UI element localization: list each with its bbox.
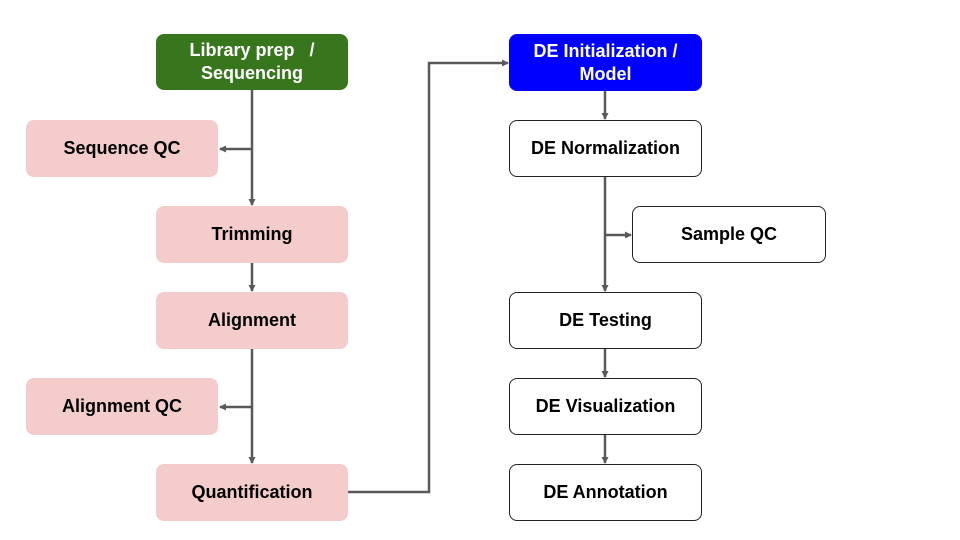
node-de-visualization[interactable]: DE Visualization (509, 378, 702, 435)
node-alignment-qc[interactable]: Alignment QC (26, 378, 218, 435)
node-de-visualization-label: DE Visualization (535, 396, 676, 416)
node-de-normalization[interactable]: DE Normalization (509, 120, 702, 177)
node-sequence-qc[interactable]: Sequence QC (26, 120, 218, 177)
node-de-initialization[interactable]: DE Initialization / Model (509, 34, 702, 91)
node-de-annotation-label: DE Annotation (543, 482, 668, 502)
node-sample-qc[interactable]: Sample QC (632, 206, 826, 263)
node-sequence-qc-label: Sequence QC (63, 138, 181, 158)
node-de-initialization-label: DE Initialization / Model (533, 40, 678, 84)
node-de-testing-label: DE Testing (559, 310, 652, 330)
node-alignment[interactable]: Alignment (156, 292, 348, 349)
node-library-prep[interactable]: Library prep / Sequencing (156, 34, 348, 90)
node-quantification-label: Quantification (191, 482, 313, 502)
node-alignment-qc-label: Alignment QC (62, 396, 182, 416)
node-quantification[interactable]: Quantification (156, 464, 348, 521)
node-de-annotation[interactable]: DE Annotation (509, 464, 702, 521)
connector-quantification-to-de-init (348, 59, 509, 494)
node-trimming[interactable]: Trimming (156, 206, 348, 263)
node-alignment-label: Alignment (208, 310, 296, 330)
node-library-prep-label: Library prep / Sequencing (189, 40, 315, 83)
node-de-testing[interactable]: DE Testing (509, 292, 702, 349)
node-de-normalization-label: DE Normalization (530, 138, 681, 158)
node-sample-qc-label: Sample QC (680, 224, 778, 244)
node-trimming-label: Trimming (211, 224, 293, 244)
